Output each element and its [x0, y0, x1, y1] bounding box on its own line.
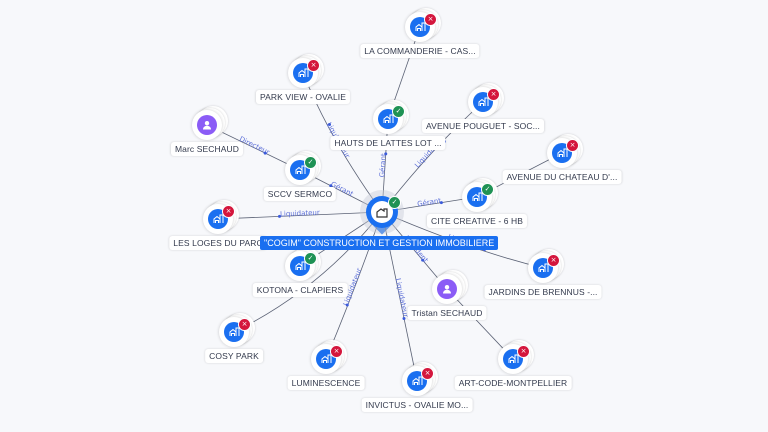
status-closed-icon: ×	[421, 367, 434, 380]
center-node-label[interactable]: "COGIM" CONSTRUCTION ET GESTION IMMOBILI…	[260, 236, 499, 250]
status-active-icon: ✓	[304, 252, 317, 265]
edge-arrow	[329, 184, 333, 188]
edge-arrow	[328, 123, 331, 126]
building-icon	[371, 201, 393, 223]
node-label[interactable]: LUMINESCENCE	[287, 376, 365, 390]
node-label[interactable]: ART-CODE-MONTPELLIER	[454, 376, 572, 390]
edge-arrow	[278, 214, 281, 218]
status-closed-icon: ×	[424, 13, 437, 26]
node-label[interactable]: HAUTS DE LATTES LOT ...	[330, 136, 446, 150]
node-label[interactable]: SCCV SERMCO	[263, 187, 337, 201]
edge-label: Gérant	[417, 197, 442, 209]
edge-cosy-park	[233, 211, 383, 333]
node-label[interactable]: KOTONA - CLAPIERS	[252, 283, 348, 297]
node-label[interactable]: COSY PARK	[205, 349, 263, 363]
status-closed-icon: ×	[307, 59, 320, 72]
node-label[interactable]: AVENUE POUGUET - SOC...	[422, 119, 544, 133]
status-closed-icon: ×	[487, 88, 500, 101]
status-closed-icon: ×	[238, 318, 251, 331]
edge-arrow	[263, 151, 267, 155]
status-closed-icon: ×	[330, 345, 343, 358]
edge-label: Gérant	[378, 153, 388, 178]
status-closed-icon: ×	[517, 345, 530, 358]
node-label[interactable]: LES LOGES DU PARC	[169, 236, 267, 250]
status-closed-icon: ×	[222, 205, 235, 218]
status-active-icon: ✓	[304, 156, 317, 169]
status-closed-icon: ×	[566, 139, 579, 152]
edge-arrow	[421, 258, 425, 262]
status-active-icon: ✓	[388, 196, 401, 209]
node-label[interactable]: INVICTUS - OVALIE MO...	[361, 398, 473, 412]
node-label[interactable]: LA COMMANDERIE - CAS...	[360, 44, 480, 58]
person-icon	[437, 279, 457, 299]
node-label[interactable]: AVENUE DU CHATEAU D'...	[502, 170, 622, 184]
edge-arrow	[402, 317, 406, 320]
edge-arrow	[345, 303, 349, 307]
person-icon	[197, 115, 217, 135]
status-closed-icon: ×	[547, 254, 560, 267]
node-label[interactable]: PARK VIEW - OVALIE	[255, 90, 351, 104]
node-label[interactable]: CITE CREATIVE - 6 HB	[426, 214, 528, 228]
edge-arrow	[439, 201, 443, 205]
node-label[interactable]: Marc SECHAUD	[170, 142, 244, 156]
status-active-icon: ✓	[392, 105, 405, 118]
status-active-icon: ✓	[481, 183, 494, 196]
edge-invictus	[381, 211, 418, 382]
edge-arrow	[384, 152, 388, 156]
node-label[interactable]: JARDINS DE BRENNUS -...	[484, 285, 602, 299]
node-label[interactable]: Tristan SECHAUD	[407, 306, 487, 320]
edge-label: Liquidateur	[280, 209, 320, 219]
